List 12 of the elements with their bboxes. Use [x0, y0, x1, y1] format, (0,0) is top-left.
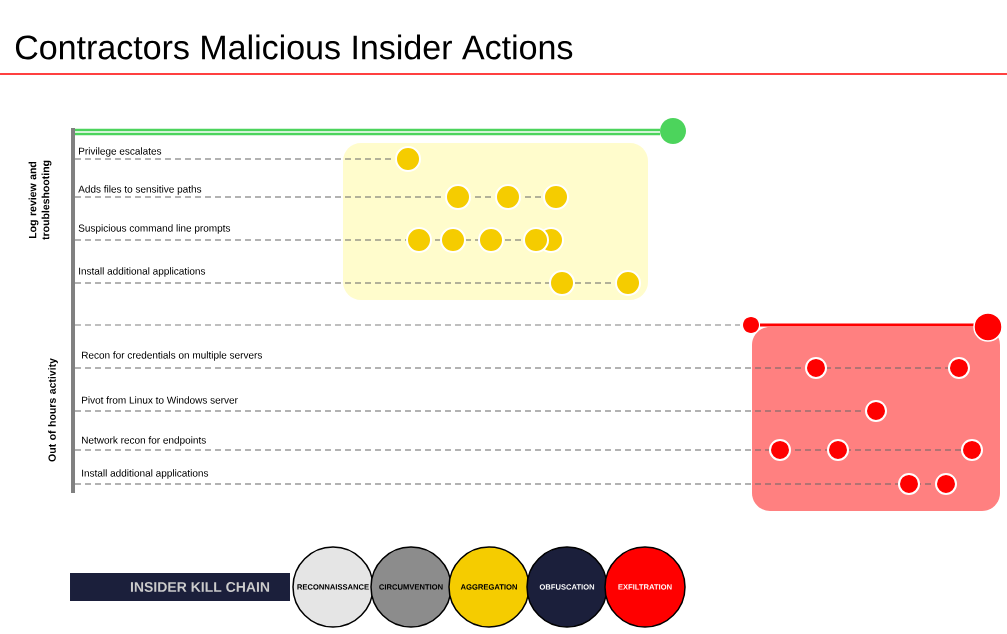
- group-label: Log review and troubleshooting: [28, 160, 52, 240]
- row-label: Install additional applications: [79, 267, 206, 277]
- row-label: Recon for credentials on multiple servers: [82, 351, 262, 361]
- title: Contractors Malicious Insider Actions: [15, 34, 573, 60]
- banner: INSIDER KILL CHAIN: [70, 573, 290, 601]
- row-label: Network recon for endpoints: [82, 436, 206, 446]
- row-label: Adds files to sensitive paths: [78, 185, 202, 195]
- row-label: Pivot from Linux to Windows server: [82, 396, 238, 404]
- row-label: Install additional applications: [82, 469, 209, 479]
- group-label: Out of hours activity: [48, 358, 58, 462]
- row-label: Suspicious command line prompts: [78, 224, 231, 234]
- row-label: Privilege escalates: [79, 147, 162, 157]
